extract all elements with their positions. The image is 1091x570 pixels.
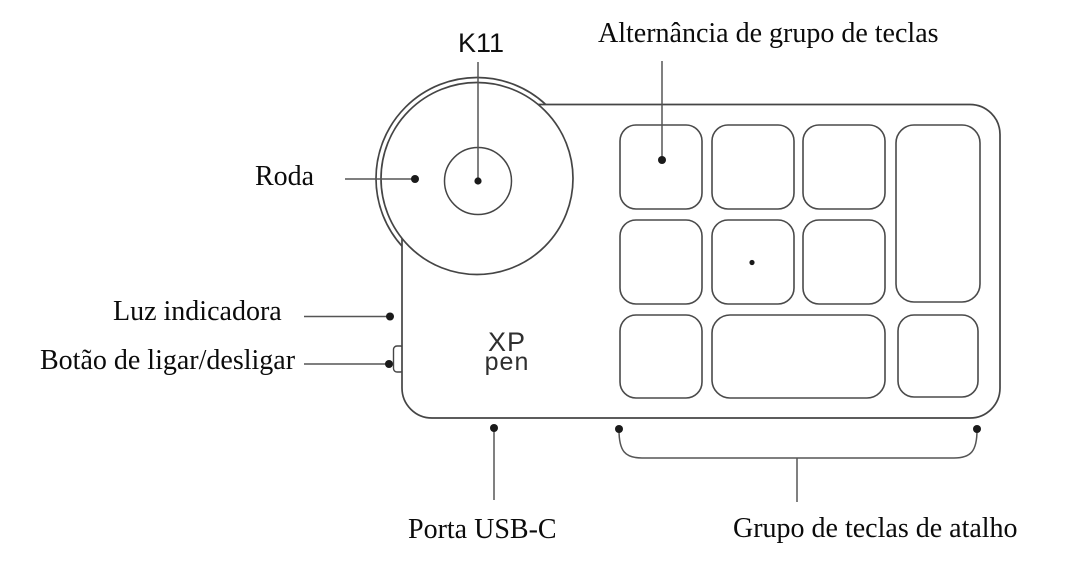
- key-r2c1: [619, 219, 703, 305]
- bracket-left-dot: [615, 425, 623, 433]
- key-r3c1: [619, 314, 703, 399]
- power-button-dot: [385, 360, 393, 368]
- key-r2c3: [802, 219, 886, 305]
- wheel-center-dot: [474, 177, 482, 185]
- brand-logo-xp: XP: [488, 327, 526, 357]
- key-r1c2: [711, 124, 795, 210]
- shortcut-keys-bracket: [618, 429, 978, 459]
- usb-port-dot: [490, 424, 498, 432]
- indicator-light-dot: [386, 312, 394, 321]
- wheel-label: Roda: [255, 161, 315, 192]
- key-r1c3: [802, 124, 886, 210]
- power-button-label: Botão de ligar/desligar: [40, 345, 296, 376]
- key-r1c1: [619, 124, 703, 210]
- wheel-dot: [411, 175, 419, 183]
- key-wide: [711, 314, 886, 399]
- key-group-toggle-label: Alternância de grupo de teclas: [598, 18, 939, 49]
- key-tall: [895, 124, 981, 303]
- usb-port-label: Porta USB-C: [408, 514, 557, 545]
- tactile-bump-dot: [749, 259, 755, 266]
- shortcut-key-group-label: Grupo de teclas de atalho: [733, 513, 1018, 544]
- key-r3c4: [897, 314, 979, 398]
- indicator-light-label: Luz indicadora: [113, 296, 282, 327]
- model-label: K11: [458, 28, 504, 58]
- bracket-right-dot: [973, 425, 981, 433]
- brand-logo-pen: pen: [485, 348, 530, 376]
- key-group-toggle-dot: [658, 156, 666, 164]
